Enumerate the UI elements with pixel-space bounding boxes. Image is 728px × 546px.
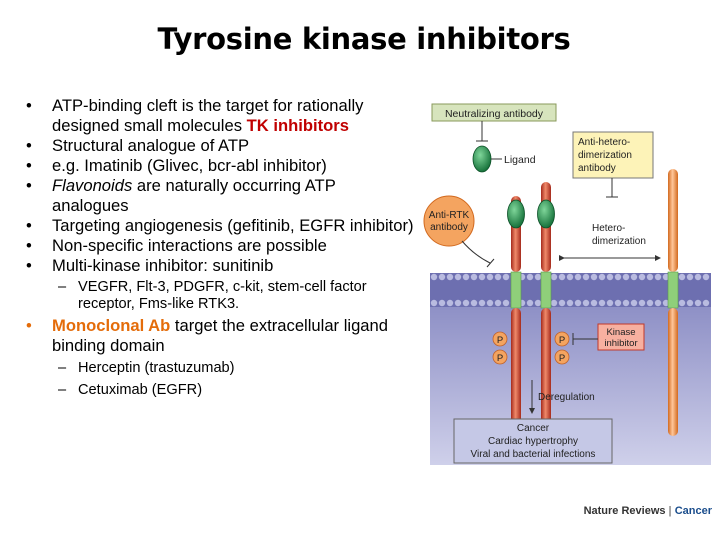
neutralizing-antibody-label: Neutralizing antibody (445, 108, 544, 120)
anti-heterodimerization-box (572, 131, 654, 179)
svg-text:P: P (497, 353, 503, 364)
sub-bullet-item: –Cetuximab (EGFR) (58, 382, 203, 398)
bullet-item: •Multi-kinase inhibitor: sunitinib (26, 256, 274, 275)
sub-bullet-item: –Herceptin (trastuzumab) (58, 360, 235, 376)
figure-credit: Nature Reviews | Cancer (584, 505, 713, 517)
highlight-monoclonal-ab: Monoclonal Ab (52, 316, 171, 335)
receptor-3 (667, 169, 679, 436)
phosphate-icons: P P P P (492, 331, 570, 365)
anti-rtk-label-2: antibody (430, 222, 468, 233)
deregulation-label: Deregulation (538, 392, 595, 403)
kinase-inhibitor-box (597, 323, 645, 351)
anti-hetero-label-1: Anti-hetero- (578, 137, 630, 148)
receptor-2 (537, 182, 555, 438)
highlight-tk-inhibitors: TK inhibitors (246, 116, 349, 135)
kinase-label-1: Kinase (606, 327, 635, 338)
bullet-item: •ATP-binding cleft is the target for rat… (26, 96, 364, 135)
svg-text:P: P (559, 335, 565, 346)
bullet-item: •Targeting angiogenesis (gefitinib, EGFR… (26, 216, 414, 235)
ligand-icon (472, 145, 492, 173)
figure-svg: Neutralizing antibody Ligand Anti-hetero… (423, 103, 713, 517)
slide-title: Tyrosine kinase inhibitors (157, 22, 571, 56)
hetero-label-2: dimerization (592, 236, 646, 247)
anti-rtk-label-1: Anti-RTK (429, 210, 470, 221)
neutralizing-antibody-box (431, 103, 557, 122)
bullet-item: •e.g. Imatinib (Glivec, bcr-abl inhibito… (26, 156, 327, 175)
hetero-label-1: Hetero- (592, 223, 625, 234)
ligand-label: Ligand (504, 154, 536, 166)
svg-text:P: P (497, 335, 503, 346)
sub-bullet-item: –VEGFR, Flt-3, PDGFR, c-kit, stem-cell f… (58, 279, 367, 312)
svg-text:P: P (559, 353, 565, 364)
anti-rtk-inhibit-line (461, 240, 491, 264)
bullet-item: •Non-specific interactions are possible (26, 236, 327, 255)
disease-outcomes-box (453, 418, 613, 464)
outcome-infections: Viral and bacterial infections (471, 449, 596, 460)
rtk-inhibition-figure: Neutralizing antibody Ligand Anti-hetero… (422, 95, 718, 535)
anti-rtk-inhibit-bar (486, 258, 495, 268)
outcome-cardiac: Cardiac hypertrophy (488, 436, 578, 447)
anti-hetero-label-2: dimerization (578, 150, 632, 161)
bullet-item: •Structural analogue of ATP (26, 136, 250, 155)
bullet-item: •Flavonoids are naturally occurring ATP … (26, 176, 336, 215)
bullet-list: •ATP-binding cleft is the target for rat… (22, 96, 414, 399)
bullet-item: •Monoclonal Ab target the extracellular … (26, 316, 388, 355)
anti-hetero-label-3: antibody (578, 163, 616, 174)
receptor-1 (507, 196, 525, 438)
outcome-cancer: Cancer (517, 423, 550, 434)
kinase-label-2: inhibitor (604, 338, 637, 349)
anti-rtk-antibody-badge (423, 195, 475, 247)
